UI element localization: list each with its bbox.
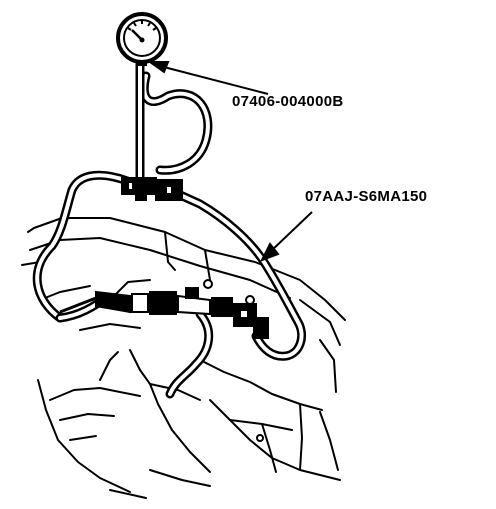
pressure-gauge-icon xyxy=(116,12,168,66)
hose-assembly xyxy=(32,59,306,399)
leader-hose xyxy=(259,211,313,262)
hose-part-number-label: 07AAJ-S6MA150 xyxy=(305,188,428,205)
engine-block-outline xyxy=(21,217,346,499)
gauge-part-number-label: 07406-004000B xyxy=(232,93,344,110)
connector-cluster xyxy=(59,287,269,339)
leader-gauge xyxy=(146,61,269,95)
tee-fitting xyxy=(121,177,183,201)
